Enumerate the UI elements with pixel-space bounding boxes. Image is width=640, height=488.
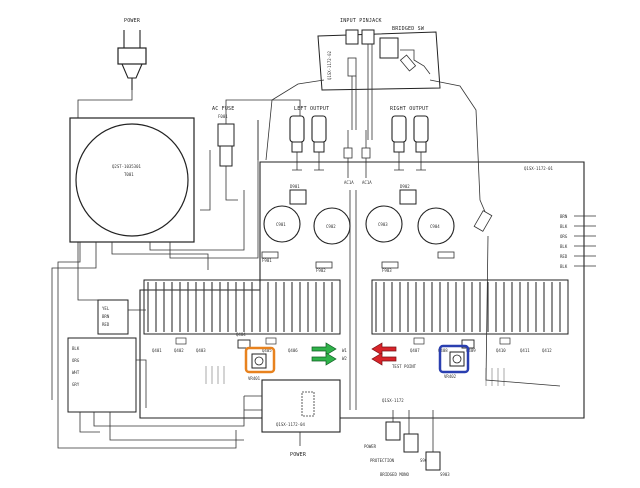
transformer-model: Q2ST-1035301 <box>112 164 141 169</box>
q410-label: Q410 <box>496 348 506 353</box>
right-output-label: RIGHT OUTPUT <box>390 106 429 112</box>
lc-brn: BRN <box>102 314 110 319</box>
q404-label: Q404 <box>236 332 246 337</box>
q411-label: Q411 <box>520 348 530 353</box>
test-point-label: TEST POINT <box>392 364 417 369</box>
right-connector: BRN BLK ORG BLK RED BLK <box>560 214 596 269</box>
d902-label: D902 <box>400 184 410 189</box>
q409-label: Q409 <box>466 348 476 353</box>
ac1a-right: AC1A <box>362 180 372 185</box>
q405-label: Q405 <box>262 348 272 353</box>
d901-label: D901 <box>290 184 300 189</box>
green-arrow-top <box>311 342 337 356</box>
left-connector: YEL BRN RED BLK ORG WHT GRY <box>67 299 245 441</box>
transformer-ref: T001 <box>124 172 134 177</box>
cap-c902: C902 <box>326 224 336 229</box>
w1-label: W1 <box>342 348 347 353</box>
input-board-label: Q1SX-1172-02 <box>327 51 332 80</box>
fuse-f903: F903 <box>382 268 392 273</box>
right-output: RIGHT OUTPUT <box>390 106 429 171</box>
rc-red: RED <box>560 254 568 259</box>
rc-org: ORG <box>560 234 568 239</box>
switch-s903: S903 <box>440 472 450 477</box>
cap-c903: C903 <box>378 222 388 227</box>
ac1a-left: AC1A <box>344 180 354 185</box>
red-arrow-bottom <box>371 352 397 366</box>
blue-highlight-box <box>438 344 470 374</box>
q401-label: Q401 <box>152 348 162 353</box>
power-switch-label: POWER <box>364 444 377 449</box>
lc-yel: YEL <box>102 306 110 311</box>
sub-board-label: Q1SX-1172 <box>382 398 404 403</box>
lc-gry: GRY <box>72 382 80 387</box>
power-plug-label: POWER <box>124 18 141 24</box>
q403-label: Q403 <box>196 348 206 353</box>
q402-label: Q402 <box>174 348 184 353</box>
switch-s902: S902 <box>420 458 430 463</box>
main-board-label: Q1SX-1172-01 <box>524 166 553 171</box>
ac-fuse-label: AC FUSE <box>212 106 234 112</box>
red-arrow-top <box>371 342 397 356</box>
vr402-label: VR402 <box>444 374 457 379</box>
orange-highlight-box <box>244 346 276 374</box>
vr401-label: VR401 <box>248 376 261 381</box>
bottom-switches: S901 POWER S902 PROTECTION S903 BRIDGED … <box>364 410 450 477</box>
heatsink-right <box>375 282 561 332</box>
main-board: Q1SX-1172-01 Q1SX-1172 D901 D902 C901 C9… <box>139 161 585 419</box>
green-arrow-bottom <box>311 352 337 366</box>
q412-label: Q412 <box>542 348 552 353</box>
cap-c901: C901 <box>276 222 286 227</box>
transformer: Q2ST-1035301 T001 <box>51 117 259 400</box>
left-output: LEFT OUTPUT <box>289 106 329 171</box>
rc-brn: BRN <box>560 214 568 219</box>
protection-label: PROTECTION <box>370 458 395 463</box>
power-bottom-label: POWER <box>290 452 307 458</box>
annotations <box>244 342 470 374</box>
cap-c904: C904 <box>430 224 440 229</box>
lc-org: ORG <box>72 358 80 363</box>
fuse-f901: F901 <box>262 258 272 263</box>
ac-fuse: AC FUSE F001 <box>200 106 238 211</box>
rc-blk3: BLK <box>560 264 568 269</box>
power-plug: POWER <box>77 18 147 301</box>
power-board: Q1SX-1172-04 POWER <box>244 379 341 458</box>
lc-blk: BLK <box>72 346 80 351</box>
left-output-label: LEFT OUTPUT <box>294 106 329 112</box>
lc-red: RED <box>102 322 110 327</box>
q408-label: Q408 <box>438 348 448 353</box>
rc-blk2: BLK <box>560 244 568 249</box>
input-pinjack-label: INPUT PINJACK <box>340 18 382 24</box>
input-board: INPUT PINJACK BRIDGED SW Q1SX-1172-02 <box>265 18 487 215</box>
q407-label: Q407 <box>410 348 420 353</box>
rc-blk: BLK <box>560 224 568 229</box>
w2-label: W2 <box>342 356 347 361</box>
power-board-label: Q1SX-1172-04 <box>276 422 305 427</box>
q406-label: Q406 <box>288 348 298 353</box>
heatsink-left <box>147 282 333 332</box>
bridged-sw-label: BRIDGED SW <box>392 26 425 32</box>
fuse-f902: F902 <box>316 268 326 273</box>
bridged-mono-label: BRIDGED MONO <box>380 472 409 477</box>
lc-wht: WHT <box>72 370 80 375</box>
ac-fuse-ref: F001 <box>218 114 228 119</box>
